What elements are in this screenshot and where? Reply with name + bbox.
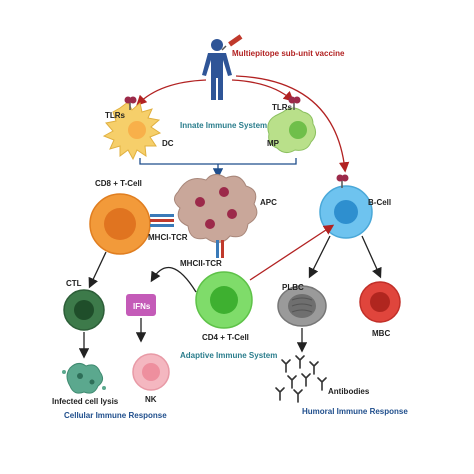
dc-label: DC <box>162 139 174 148</box>
mp-label: MP <box>267 139 280 148</box>
macrophage-cell <box>267 107 317 154</box>
tlr-receptor-icon <box>288 96 301 110</box>
mhcii-tcr-receptor <box>216 240 224 258</box>
adaptive-immune-system-label: Adaptive Immune System <box>180 351 277 360</box>
mbc-cell <box>359 281 401 323</box>
nk-cell <box>132 353 170 391</box>
bcell-to-mbc-arrow <box>361 235 382 279</box>
vaccine-label: Multiepitope sub-unit vaccine <box>232 49 345 58</box>
cd8-t-cell <box>89 193 151 255</box>
cd4-t-cell-label: CD4 + T-Cell <box>202 333 249 342</box>
ctl-cell <box>63 289 105 331</box>
cd8-t-cell-label: CD8 + T-Cell <box>95 179 142 188</box>
cd8-to-ctl-arrow <box>88 251 107 289</box>
ifns-label: IFNs <box>133 302 151 311</box>
antibodies-label: Antibodies <box>328 387 370 396</box>
plbc-label: PLBC <box>282 283 304 292</box>
b-cell <box>319 185 373 239</box>
tlr-receptor-icon <box>336 174 349 188</box>
mhci-tcr-label: MHCI-TCR <box>148 233 188 242</box>
cd4-t-cell <box>195 271 253 329</box>
tlr-receptor-icon <box>124 96 137 110</box>
antibody-icon <box>275 355 327 403</box>
cellular-immune-response-label: Cellular Immune Response <box>64 411 167 420</box>
mhci-tcr-receptor <box>150 214 174 227</box>
tlrs-left-label: TLRs <box>105 111 126 120</box>
vaccine-to-dc-arrow <box>136 79 207 106</box>
vaccine-to-mp-arrow <box>231 79 294 102</box>
apc-cell <box>174 174 258 243</box>
plbc-cell <box>277 285 327 327</box>
innate-bracket <box>139 158 297 165</box>
mbc-label: MBC <box>372 329 390 338</box>
syringe-icon <box>221 34 243 51</box>
infected-cell-lysis-label: Infected cell lysis <box>52 397 119 406</box>
vaccine-to-bcell-arrow <box>235 75 350 173</box>
infected-cell <box>62 362 106 394</box>
ifns-box <box>126 294 156 316</box>
tlrs-right-label: TLRs <box>272 103 293 112</box>
humoral-immune-response-label: Humoral Immune Response <box>302 407 408 416</box>
human-figure-icon <box>202 39 232 100</box>
innate-immune-system-label: Innate Immune System <box>180 121 267 130</box>
cd4-to-ifns-arrow <box>150 266 197 293</box>
bcell-to-plbc-arrow <box>308 235 331 279</box>
cd4-to-bcell-arrow <box>249 224 335 281</box>
dendritic-cell <box>102 101 162 161</box>
ctl-label: CTL <box>66 279 82 288</box>
nk-label: NK <box>145 395 157 404</box>
mhcii-tcr-label: MHCII-TCR <box>180 259 222 268</box>
b-cell-label: B-Cell <box>368 198 391 207</box>
apc-label: APC <box>260 198 277 207</box>
